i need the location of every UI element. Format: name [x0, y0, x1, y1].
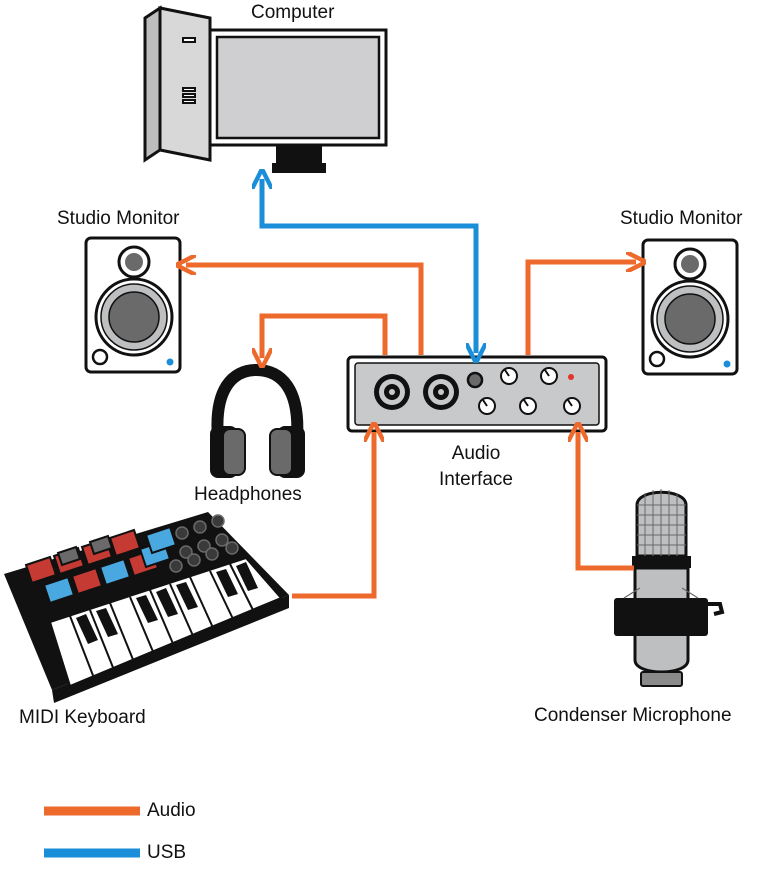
- label-studio-monitor-right: Studio Monitor: [620, 208, 743, 229]
- label-studio-monitor-left: Studio Monitor: [57, 208, 180, 229]
- audio-link-interface-right-monitor: [525, 262, 636, 355]
- studio-monitor-right-icon: [641, 238, 739, 376]
- xlr-input-1: [374, 374, 410, 410]
- audio-link-keyboard-interface: [292, 432, 374, 599]
- studio-monitor-left-icon: [84, 236, 182, 374]
- label-computer: Computer: [251, 2, 335, 23]
- label-audio-interface-line1: Audio: [451, 443, 501, 464]
- legend-label-audio: Audio: [147, 800, 196, 821]
- label-midi-keyboard: MIDI Keyboard: [19, 707, 146, 728]
- label-condenser-microphone: Condenser Microphone: [534, 705, 732, 726]
- computer-icon: [143, 5, 388, 173]
- label-audio-interface-line2: Interface: [439, 468, 513, 490]
- audio-link-interface-left-monitor: [186, 265, 424, 355]
- audio-link-interface-headphones: [262, 313, 388, 358]
- connection-lines: [186, 179, 636, 599]
- label-audio-interface: Audio Interface: [426, 443, 526, 491]
- usb-link-computer-interface: [262, 179, 476, 353]
- audio-link-microphone-interface: [578, 432, 634, 571]
- label-headphones: Headphones: [194, 484, 302, 505]
- audio-interface-icon: [346, 355, 608, 433]
- condenser-microphone-icon: [614, 489, 725, 687]
- headphones-icon: [210, 363, 305, 478]
- legend-label-usb: USB: [147, 842, 187, 863]
- xlr-input-2: [423, 374, 459, 410]
- midi-keyboard-icon: [4, 512, 289, 703]
